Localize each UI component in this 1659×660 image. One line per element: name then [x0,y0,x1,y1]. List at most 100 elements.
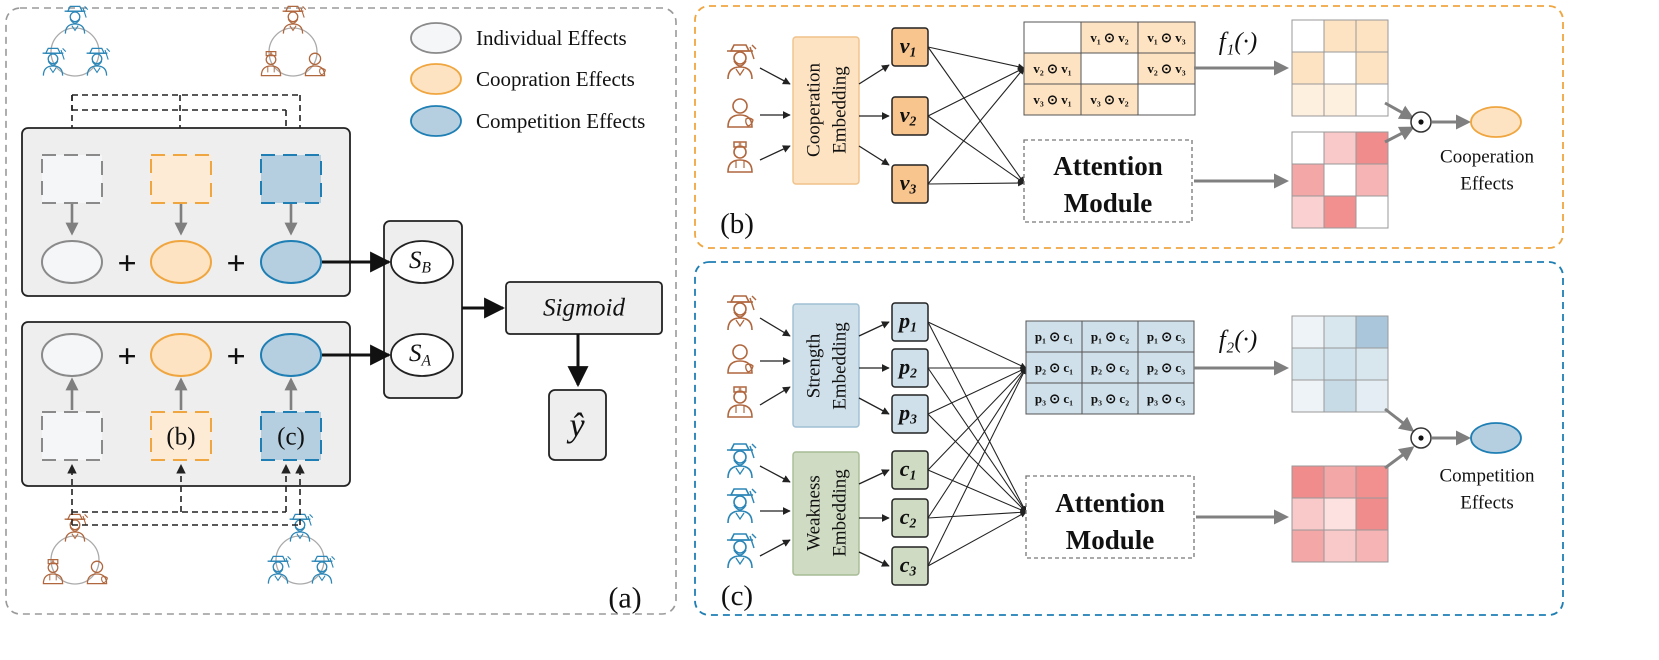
legend-competition-label: Competition Effects [476,109,645,133]
sigmoid-box [505,281,663,335]
c-bottom-grid-cell [1355,497,1389,531]
b-matrix-cell [1080,52,1139,85]
b-matrix-cell [1023,83,1082,116]
c-to-attention-arrow-6 [927,511,1027,567]
team-bottom-left-person-right-icon [86,560,109,585]
c-matrix-cell [1137,351,1195,384]
c-matrix-cell-text: p₂ ⊙ c₁ [1035,360,1073,375]
c-input-arrow-3 [759,386,791,406]
bottom-plus-1: + [117,339,136,376]
b-matrix-cell [1080,21,1139,54]
c-bottom-grid-cell [1291,529,1325,563]
b-matrix-cell-text: v₁ ⊙ v₂ [1090,30,1128,45]
c-weakness-arrow-1 [858,469,890,485]
c-to-attention-arrow-2 [927,367,1027,513]
c-bottom-grid-cell [1291,497,1325,531]
legend-competition-swatch [410,105,462,137]
team-top-left-ring [50,27,100,77]
b-to-attention-arrow-3 [927,179,1025,187]
c-matrix-cell-text: p₁ ⊙ c₁ [1035,329,1073,344]
b-hadamard-dot [1418,119,1424,125]
c-weakness-label-2: Embedding [830,469,851,557]
b-top-grid-cell [1323,51,1357,85]
b-top-grid-cell [1291,83,1325,117]
b-bottom-grid-cell [1355,195,1389,229]
c-c-vector-label-1: c1 [900,456,917,483]
team-bottom-left-person-left-icon [42,558,64,585]
c-top-grid-cell [1355,379,1389,413]
bottom-competition-square [260,411,322,461]
b-vector-label-3: v3 [900,170,917,197]
c-matrix-cell-text: p₁ ⊙ c₃ [1147,329,1185,344]
legend-cooperation-swatch [410,63,462,95]
c-c-vector-label-2: c2 [900,504,917,531]
b-matrix-cell [1080,83,1139,116]
team-top-left-person-right-icon [85,47,111,77]
b-matrix-cell [1023,21,1082,54]
c-top-grid-cell [1323,379,1357,413]
c-to-matrix-arrow-3 [927,367,1027,415]
c-to-matrix-arrow-5 [927,367,1027,519]
b-top-grid-cell [1323,83,1357,117]
c-farmer-icon [726,295,757,331]
b-matrix-cell-text: v₃ ⊙ v₂ [1090,92,1128,107]
b-person-icon [727,98,754,128]
sa-label: SA [409,340,432,370]
c-weakness-arrow-3 [858,551,890,567]
b-input-arrow-1 [759,67,791,85]
team-bottom-right-ring [275,535,325,585]
c-function-label: f₂(·) [1219,327,1258,354]
c-to-attention-arrow-5 [927,509,1027,519]
top-competition-square [260,154,322,204]
c-farmer-blue-icon-2 [726,488,757,524]
b-function-label: f₁(·) [1219,29,1258,56]
c-weakness-box [792,451,860,576]
c-matrix-cell-text: p₃ ⊙ c₁ [1035,391,1073,406]
b-matrix-cell-text: v₁ ⊙ v₃ [1147,30,1185,45]
c-p-vector-label-1: p1 [897,308,917,335]
b-attention-label-1: Attention [1053,151,1163,181]
bottom-competition-ellipse [260,333,322,377]
b-vector-label-2: v2 [900,102,917,129]
legend-individual-swatch [410,22,462,54]
top-cooperation-ellipse [150,240,212,284]
top-cooperation-square [150,154,212,204]
panel-b-frame [694,5,1564,249]
panel-c-frame [694,261,1564,616]
b-bottom-grid-cell [1291,163,1325,197]
sb-label: SB [409,247,432,277]
b-bottom-grid-cell [1323,195,1357,229]
panel-a-frame [5,7,677,615]
c-p-vector-label-2: p2 [897,354,917,381]
c-c-vector-label-3: c3 [900,552,917,579]
bottom-individual-square [41,411,103,461]
top-individual-ellipse [41,240,103,284]
b-grid-bottom-to-hadamard [1384,126,1415,144]
c-strength-label-2: Embedding [830,322,851,410]
c-top-grid-cell [1291,379,1325,413]
legend-cooperation-label: Coopration Effects [476,67,635,91]
b-matrix-cell [1137,83,1196,116]
c-to-matrix-arrow-4 [927,367,1027,471]
b-matrix-cell-text: v₂ ⊙ v₃ [1147,61,1185,76]
c-strength-label-1: Strength [804,333,825,398]
c-to-matrix-arrow-1 [927,321,1027,369]
c-bottom-grid-cell [1323,465,1357,499]
c-matrix-cell [1137,382,1195,415]
c-top-grid-cell [1291,347,1325,381]
c-input-arrow-4 [759,465,791,483]
c-matrix-cell [1137,320,1195,353]
b-farmer-icon [726,44,757,80]
c-person-icon [727,344,754,374]
c-top-grid-cell [1323,347,1357,381]
c-attention-label-1: Attention [1055,488,1165,518]
b-vector-label-1: v1 [900,33,917,60]
c-attention-box [1025,475,1195,559]
team-top-right-person-right-icon [304,52,327,77]
c-to-attention-arrow-4 [927,469,1027,513]
b-embedding-label-1: Cooperation [804,63,825,157]
b-bottom-grid-cell [1291,195,1325,229]
legend-individual-label: Individual Effects [476,26,627,50]
b-matrix-cell [1137,21,1196,54]
